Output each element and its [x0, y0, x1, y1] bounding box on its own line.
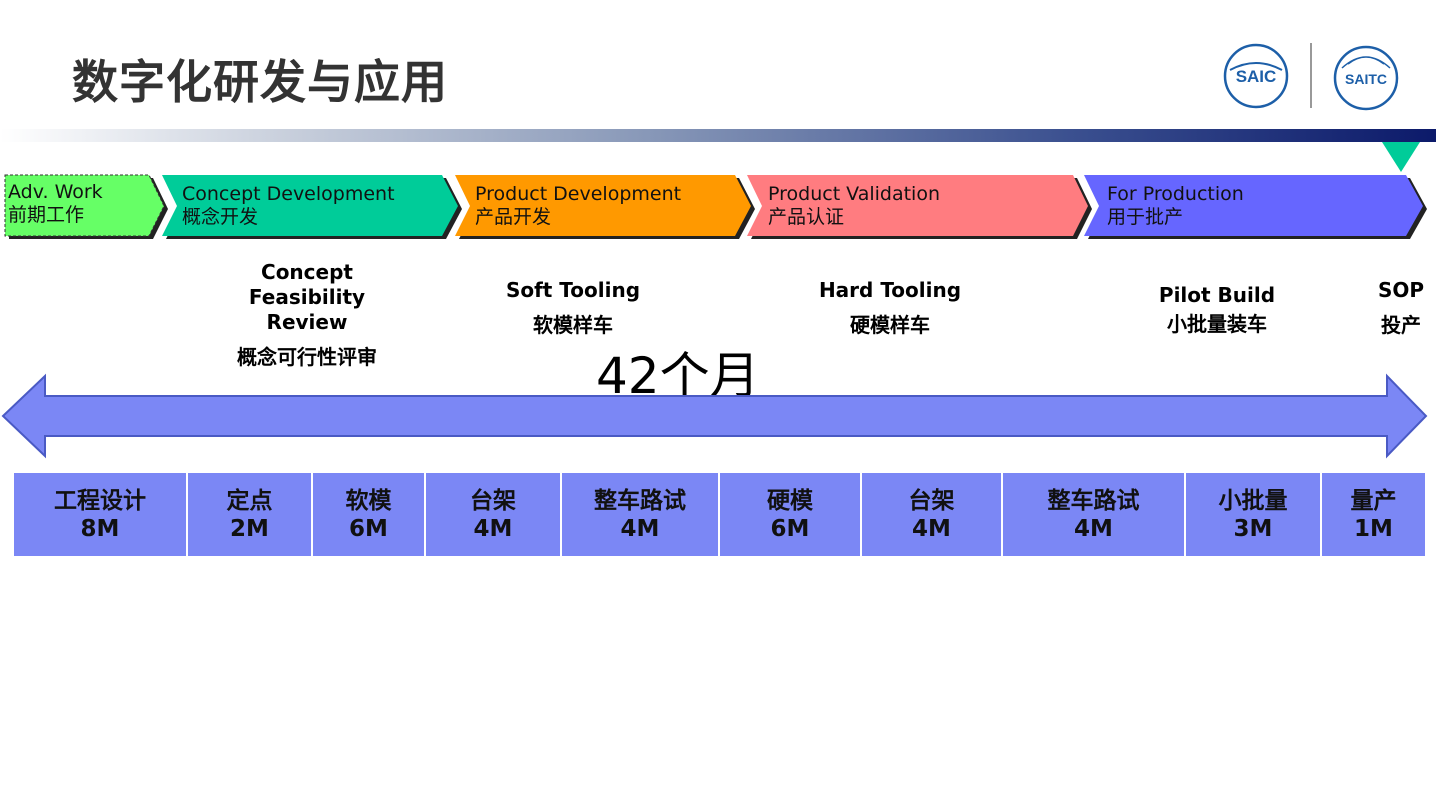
stage-duration: 6M	[349, 515, 388, 542]
stage-name: 台架	[908, 487, 955, 514]
sop-marker	[1382, 142, 1420, 172]
stage-duration: 2M	[230, 515, 269, 542]
page-title: 数字化研发与应用	[72, 55, 448, 109]
phase-chevrons	[4, 142, 1427, 239]
timeline-double-arrow	[1, 373, 1428, 459]
stage-duration: 6M	[770, 515, 810, 542]
stage-duration: 3M	[1233, 515, 1273, 542]
stage-duration: 4M	[1074, 515, 1113, 542]
stage-duration: 1M	[1354, 515, 1393, 542]
stage-duration: 8M	[80, 515, 120, 542]
stage-duration: 4M	[620, 515, 660, 542]
phase-production	[1084, 175, 1423, 236]
stage-name: 量产	[1350, 487, 1397, 514]
stage-name: 整车路试	[1047, 487, 1140, 514]
stage-duration: 4M	[473, 515, 513, 542]
saic-logo: SAIC	[1223, 43, 1289, 109]
stage-name: 整车路试	[594, 487, 686, 514]
stage-duration: 4M	[912, 515, 951, 542]
phase-product-dev	[455, 175, 751, 236]
stage-name: 软模	[345, 487, 392, 514]
saitc-logo: SAITC	[1333, 45, 1399, 111]
company-logos: SAIC SAITC	[1223, 43, 1399, 111]
stage-name: 小批量	[1218, 487, 1288, 514]
phase-adv-work	[4, 174, 165, 237]
header-gradient-bar	[0, 129, 1436, 142]
stage-name: 台架	[470, 487, 516, 514]
stage-name: 定点	[226, 487, 273, 514]
stage-name: 工程设计	[54, 487, 146, 514]
phase-validation	[747, 175, 1088, 236]
phase-concept	[162, 175, 458, 236]
stage-name: 硬模	[767, 487, 813, 514]
saic-logo-text: SAIC	[1236, 67, 1277, 86]
saitc-logo-text: SAITC	[1345, 71, 1387, 87]
